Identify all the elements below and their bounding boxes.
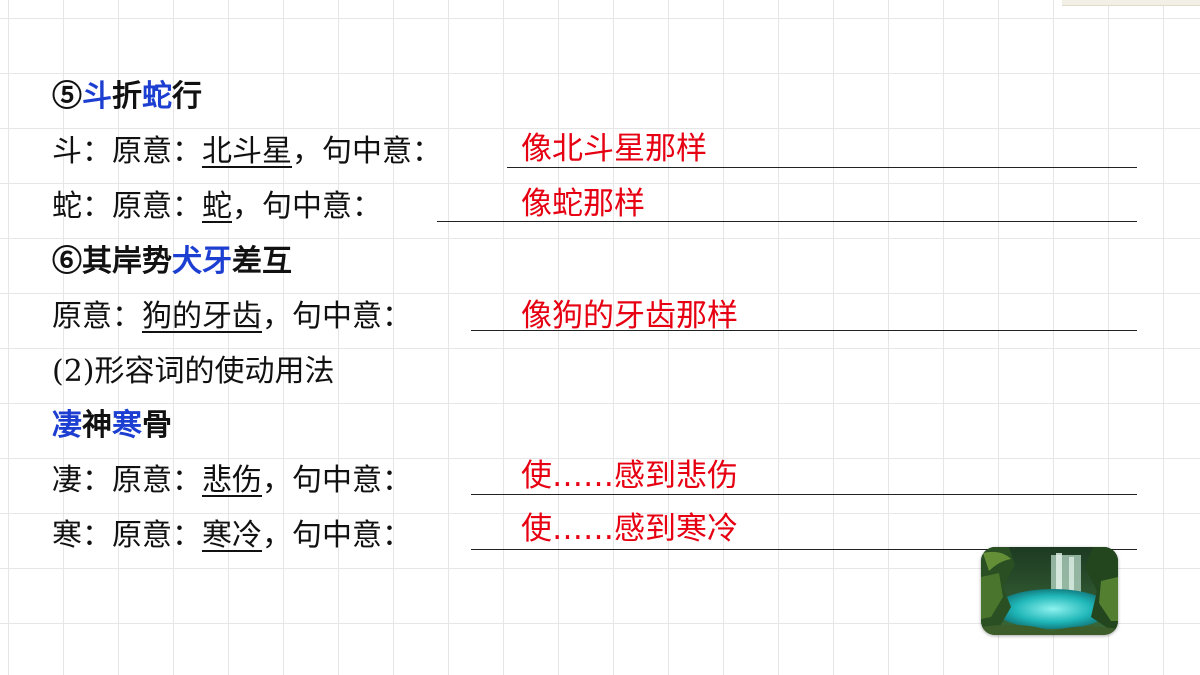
row-she-meaning: 蛇：原意：蛇，句中意：: [52, 187, 382, 227]
row-suffix: ，句中意：: [262, 463, 412, 498]
heading-dou-zhe-she-xing: ⑤斗折蛇行: [52, 77, 202, 117]
answer-blank-line: [471, 330, 1137, 331]
char-gu: 骨: [142, 408, 172, 443]
answer-blank-line: [437, 221, 1137, 222]
answer-text: 像蛇那样: [521, 186, 645, 222]
answer-blank-line: [471, 549, 1137, 550]
row-label: 凄：原意：: [52, 463, 202, 498]
section-heading-adjective-causative: (2)形容词的使动用法: [52, 352, 335, 392]
original-meaning: 蛇: [202, 189, 232, 224]
row-han-meaning: 寒：原意：寒冷，句中意：: [52, 516, 412, 556]
answer-blank-line: [507, 167, 1137, 168]
original-meaning: 北斗星: [202, 134, 292, 169]
answer-text: 像北斗星那样: [521, 131, 707, 167]
row-label: 寒：原意：: [52, 518, 202, 553]
row-dou-meaning: 斗：原意：北斗星，句中意：: [52, 132, 442, 172]
original-meaning: 悲伤: [202, 463, 262, 498]
row-suffix: ，句中意：: [262, 518, 412, 553]
char-zhe: 折: [112, 79, 142, 114]
row-label: 原意：: [52, 299, 142, 334]
row-label: 蛇：原意：: [52, 189, 202, 224]
row-suffix: ，句中意：: [262, 299, 412, 334]
char-shen: 神: [82, 408, 112, 443]
text-qi-an-shi: 其岸势: [82, 244, 172, 279]
row-quan-ya-meaning: 原意：狗的牙齿，句中意：: [52, 297, 412, 337]
char-xing: 行: [172, 79, 202, 114]
highlight-quan-ya: 犬牙: [172, 244, 232, 279]
highlight-han: 寒: [112, 408, 142, 443]
corner-tab: [1062, 0, 1200, 6]
original-meaning: 狗的牙齿: [142, 299, 262, 334]
heading-quan-ya-cha-hu: ⑥其岸势犬牙差互: [52, 242, 292, 282]
row-suffix: ，句中意：: [292, 134, 442, 169]
waterfall-lake-photo: [981, 547, 1118, 635]
circled-number-6: ⑥: [52, 244, 82, 279]
answer-text: 使……感到寒冷: [521, 511, 738, 547]
highlight-qi: 凄: [52, 408, 82, 443]
highlight-dou: 斗: [82, 79, 112, 114]
row-qi-meaning: 凄：原意：悲伤，句中意：: [52, 461, 412, 501]
text-cha-hu: 差互: [232, 244, 292, 279]
circled-number-5: ⑤: [52, 79, 82, 114]
answer-blank-line: [471, 494, 1137, 495]
original-meaning: 寒冷: [202, 518, 262, 553]
row-label: 斗：原意：: [52, 134, 202, 169]
highlight-she: 蛇: [142, 79, 172, 114]
row-suffix: ，句中意：: [232, 189, 382, 224]
photo-illustration: [981, 547, 1118, 635]
section-heading-text: (2)形容词的使动用法: [52, 354, 335, 389]
answer-text: 像狗的牙齿那样: [521, 298, 738, 334]
answer-text: 使……感到悲伤: [521, 458, 738, 494]
heading-qi-shen-han-gu: 凄神寒骨: [52, 406, 172, 446]
